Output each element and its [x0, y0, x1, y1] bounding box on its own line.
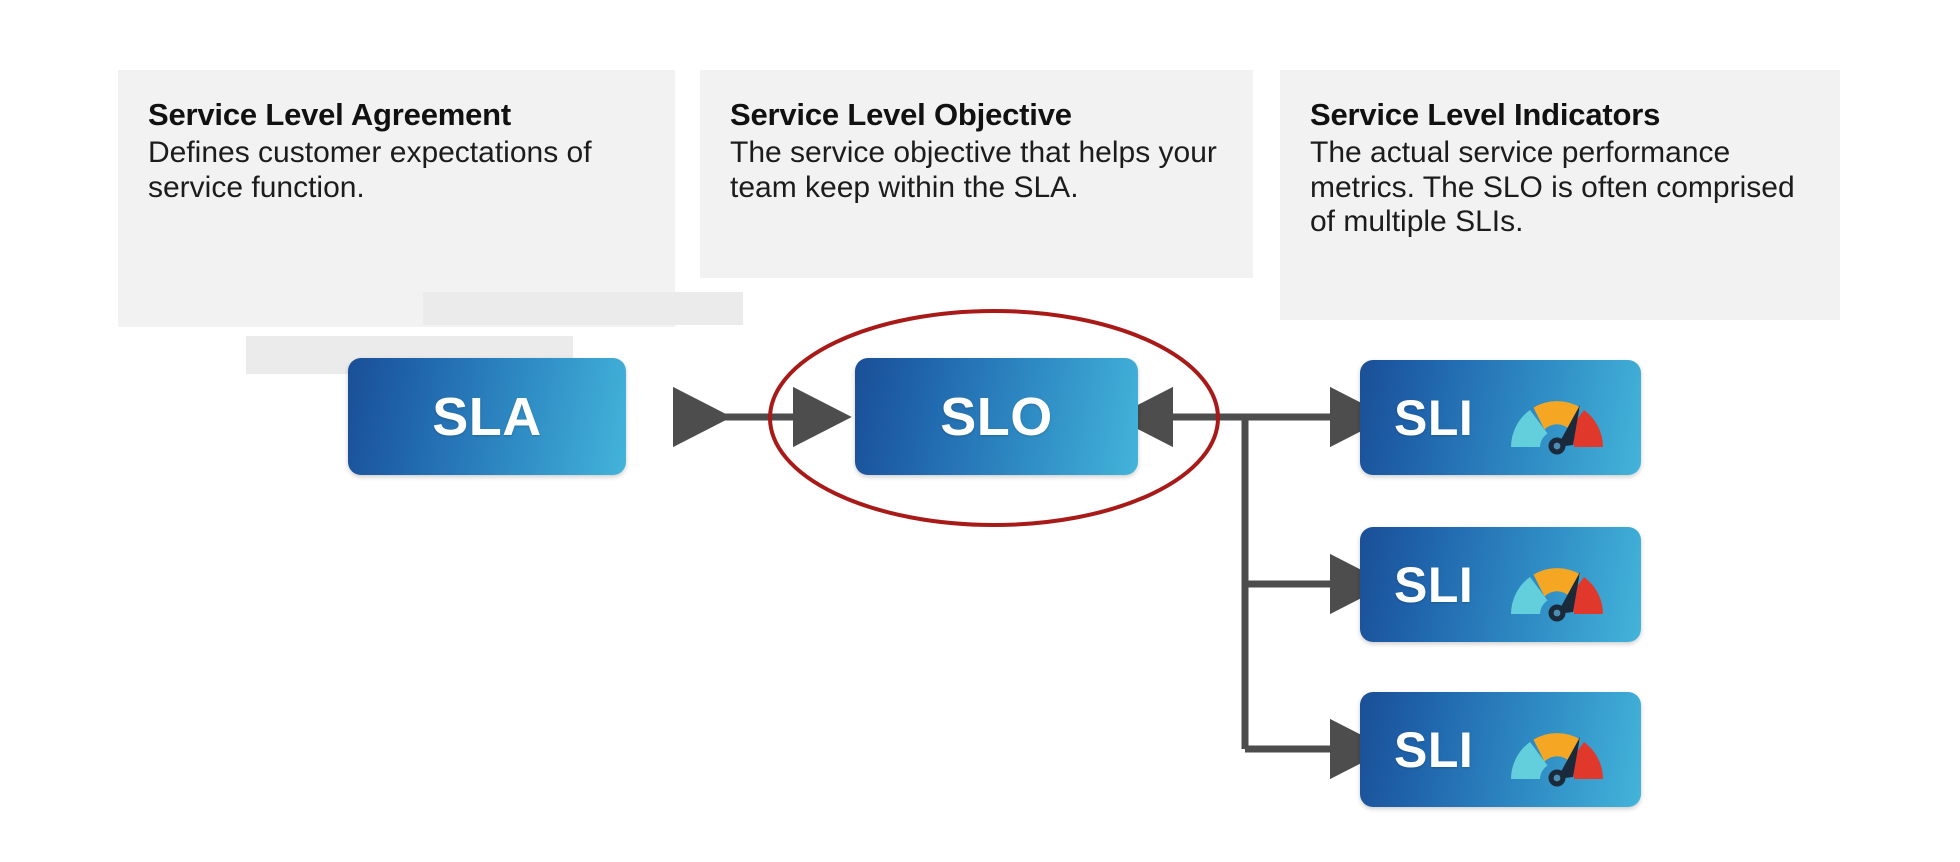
node-sli-1[interactable]: SLI: [1360, 360, 1641, 475]
definition-card-sla: Service Level Agreement Defines customer…: [118, 70, 743, 374]
definition-card-sli: Service Level Indicators The actual serv…: [1280, 70, 1840, 320]
node-sli-2-label: SLI: [1394, 556, 1474, 613]
definition-card-slo: Service Level Objective The service obje…: [700, 70, 1253, 278]
node-sli-3-label: SLI: [1394, 721, 1474, 778]
redaction-bar-1: [423, 292, 743, 325]
definition-card-sli-body: The actual service performance metrics. …: [1310, 135, 1795, 239]
node-sli-2[interactable]: SLI: [1360, 527, 1641, 642]
definition-card-sli-title: Service Level Indicators: [1310, 97, 1661, 132]
gauge-icon: [1503, 381, 1611, 455]
definition-card-slo-title: Service Level Objective: [730, 97, 1072, 132]
gauge-icon: [1503, 548, 1611, 622]
node-slo-label: SLO: [940, 386, 1053, 447]
node-sli-1-label: SLI: [1394, 389, 1474, 446]
node-sla-label: SLA: [432, 386, 542, 447]
node-slo[interactable]: SLO: [855, 358, 1138, 475]
definition-card-slo-body: The service objective that helps your te…: [730, 135, 1217, 204]
node-sla[interactable]: SLA: [348, 358, 626, 475]
gauge-icon: [1503, 713, 1611, 787]
definition-card-sla-title: Service Level Agreement: [148, 97, 511, 132]
definition-card-sla-body: Defines customer expectations of service…: [148, 135, 592, 204]
connector-slo-sli-branch: [1114, 386, 1389, 780]
node-sli-3[interactable]: SLI: [1360, 692, 1641, 807]
